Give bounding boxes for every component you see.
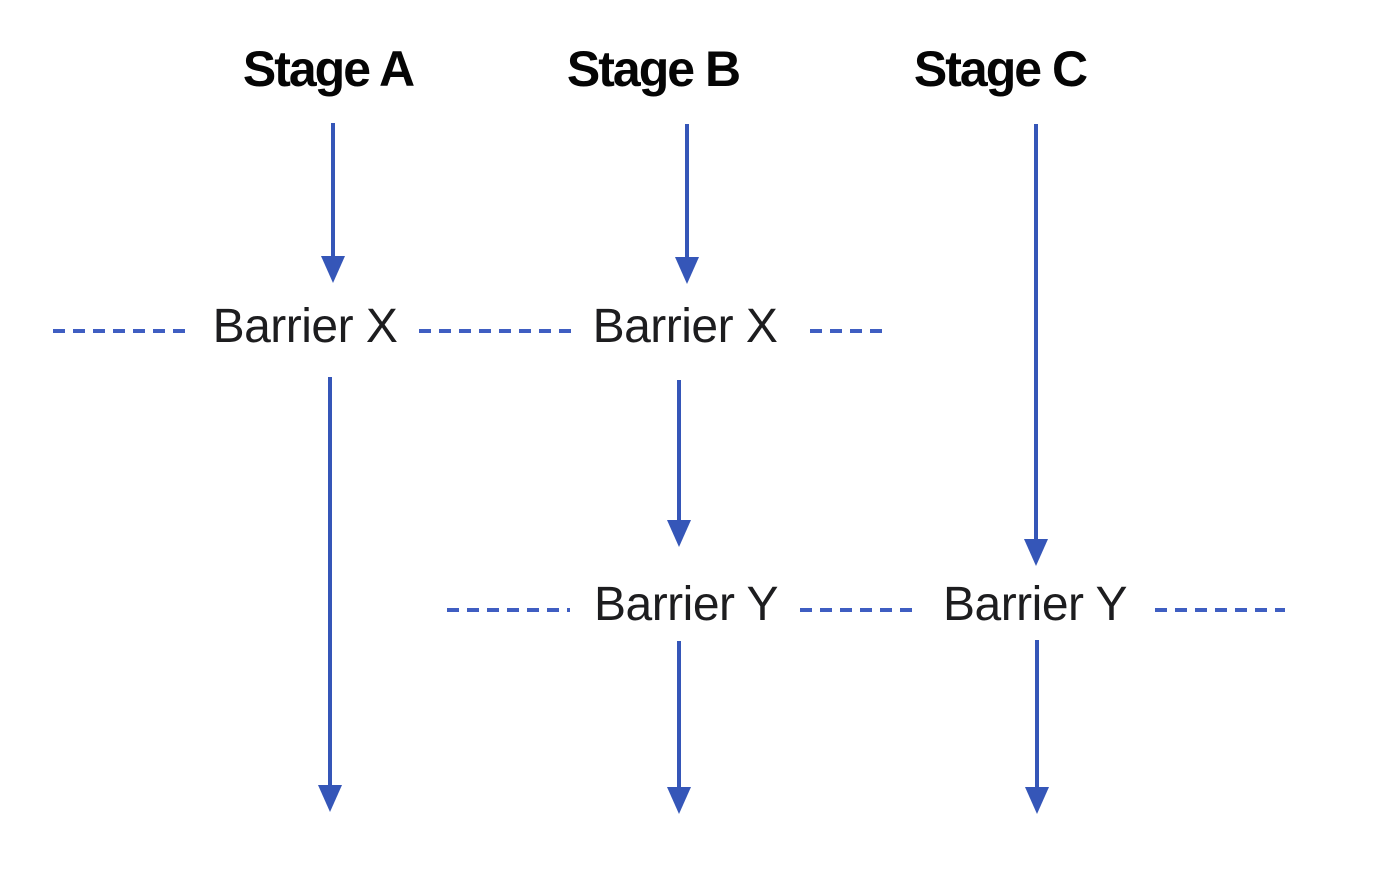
stage-c-heading: Stage C bbox=[913, 41, 1088, 97]
stage-c-arrow-bottom bbox=[1025, 640, 1049, 814]
stage-c-arrow-top bbox=[1024, 124, 1048, 566]
barrier-x-label-stage-a: Barrier X bbox=[212, 300, 398, 353]
stage-b-heading: Stage B bbox=[566, 41, 741, 97]
stage-a-arrow-top bbox=[321, 123, 345, 283]
stage-b-arrow-middle bbox=[667, 380, 691, 547]
barrier-y-label-stage-b: Barrier Y bbox=[593, 578, 779, 631]
stage-b-arrow-top bbox=[675, 124, 699, 284]
stage-a-arrow-bottom bbox=[318, 377, 342, 812]
stage-b-arrow-bottom bbox=[667, 641, 691, 814]
barrier-y-label-stage-c: Barrier Y bbox=[942, 578, 1128, 631]
barrier-x-label-stage-b: Barrier X bbox=[592, 300, 778, 353]
stage-a-heading: Stage A bbox=[242, 41, 415, 97]
